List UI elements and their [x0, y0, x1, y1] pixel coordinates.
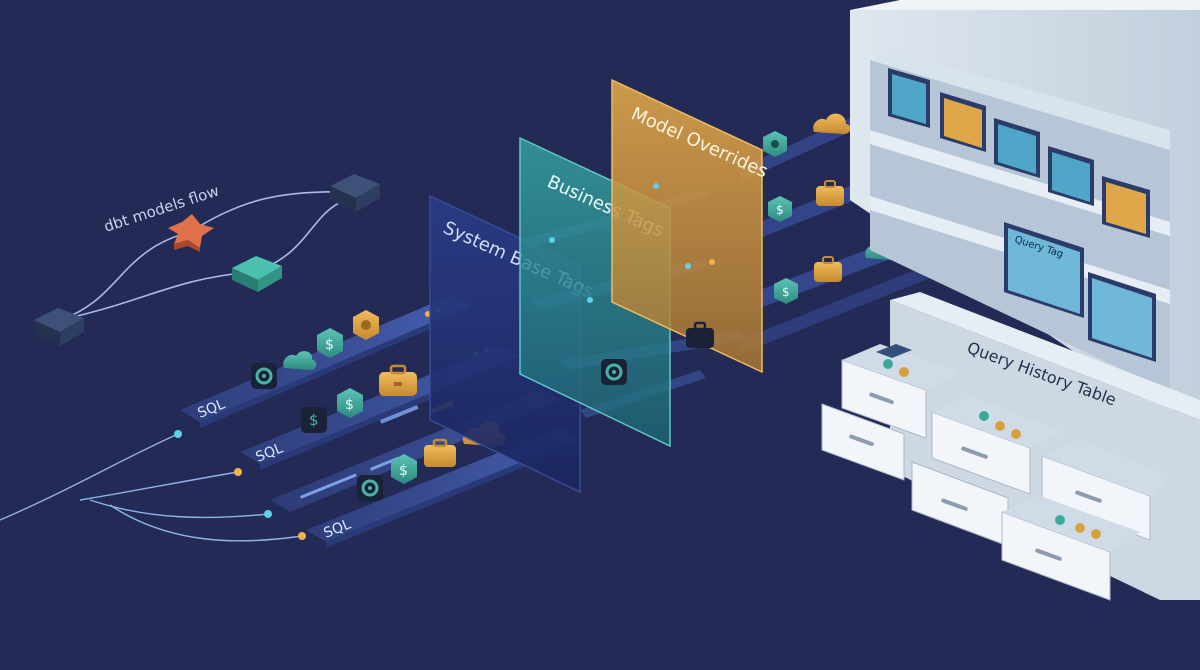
gear-icon: [601, 359, 627, 385]
dollar-icon: $: [768, 196, 792, 222]
table-icon: [888, 68, 930, 128]
gear-icon: [357, 475, 383, 501]
query-tag-card: [1088, 272, 1156, 362]
flow-node-source: [34, 308, 84, 346]
flow-connector: [59, 231, 191, 321]
flow-connector: [189, 190, 351, 233]
table-icon: [940, 92, 986, 152]
dollar-icon: $: [301, 407, 327, 433]
svg-text:$: $: [325, 337, 334, 353]
cloud-icon: [283, 351, 317, 370]
table-icon: [1048, 146, 1094, 206]
dollar-icon: $: [337, 388, 363, 418]
briefcase-icon: [686, 321, 714, 348]
cloud-icon: [353, 310, 379, 340]
exit-lane: [740, 118, 850, 182]
incoming-lines: [0, 430, 306, 542]
drawer[interactable]: [821, 403, 905, 481]
svg-text:$: $: [776, 203, 784, 217]
drawer[interactable]: [1041, 440, 1170, 541]
briefcase-icon: [816, 180, 844, 206]
table-icon: [994, 118, 1040, 178]
gear-icon: [251, 363, 277, 389]
flow-node-hub: [168, 214, 214, 252]
dollar-icon: $: [317, 328, 343, 358]
shelf-board: [870, 130, 1170, 236]
drawer[interactable]: [931, 396, 1064, 495]
svg-text:$: $: [782, 285, 790, 299]
dollar-icon: $: [774, 278, 798, 304]
svg-text:$: $: [345, 397, 354, 413]
briefcase-icon: [379, 364, 417, 396]
flow-connector: [59, 271, 251, 321]
flow-node-model: [232, 256, 282, 292]
gear-icon: [763, 131, 787, 157]
briefcase-icon: [814, 256, 842, 282]
svg-text:$: $: [309, 411, 319, 429]
table-icon: [1102, 176, 1150, 238]
svg-text:$: $: [399, 463, 408, 479]
drawer[interactable]: [841, 344, 960, 439]
drawer[interactable]: [1001, 496, 1140, 601]
dbt-flow: dbt models flow: [34, 174, 380, 346]
storage-cabinet: Query Tag Query History Table: [821, 0, 1200, 601]
dollar-icon: $: [391, 454, 417, 484]
briefcase-icon: [424, 438, 456, 467]
cloud-icon: [813, 113, 851, 134]
flow-node-target: [330, 174, 380, 212]
flow-connector: [259, 199, 346, 271]
